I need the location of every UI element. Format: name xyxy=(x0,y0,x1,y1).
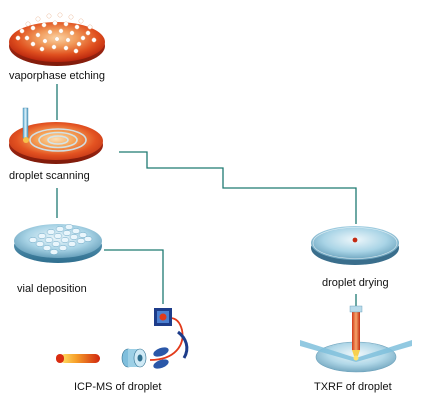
step-label-scanning: droplet scanning xyxy=(9,170,90,182)
icpms-apparatus xyxy=(56,308,189,369)
step-label-drying: droplet drying xyxy=(322,277,389,289)
cone-lens xyxy=(121,348,147,368)
drying-droplet xyxy=(352,237,358,243)
mass-analyzer xyxy=(177,330,189,359)
etching-wafer xyxy=(9,12,105,66)
connector-lines xyxy=(56,84,357,310)
step-label-vial: vial deposition xyxy=(17,283,87,295)
ion-path xyxy=(149,317,184,361)
drying-wafer xyxy=(311,226,399,265)
scan-droplet xyxy=(23,137,29,143)
incident-beam xyxy=(300,340,356,362)
step-label-icpms: ICP-MS of droplet xyxy=(74,381,162,393)
txrf-droplet xyxy=(353,355,359,361)
step-label-etching: vaporphase etching xyxy=(9,70,106,82)
txrf-detector xyxy=(352,310,360,350)
step-label-txrf: TXRF of droplet xyxy=(314,381,392,393)
vapor-droplets xyxy=(15,12,97,54)
plasma-torch xyxy=(60,354,100,363)
ion-optics xyxy=(153,347,169,369)
vial-grid xyxy=(28,224,93,255)
scanning-wafer xyxy=(9,107,103,164)
detector-box xyxy=(154,308,172,326)
scan-spiral xyxy=(29,128,87,152)
vial-tray xyxy=(14,224,102,263)
reflected-beam xyxy=(356,340,412,362)
scan-pipette xyxy=(22,107,29,139)
txrf-apparatus xyxy=(300,305,412,373)
